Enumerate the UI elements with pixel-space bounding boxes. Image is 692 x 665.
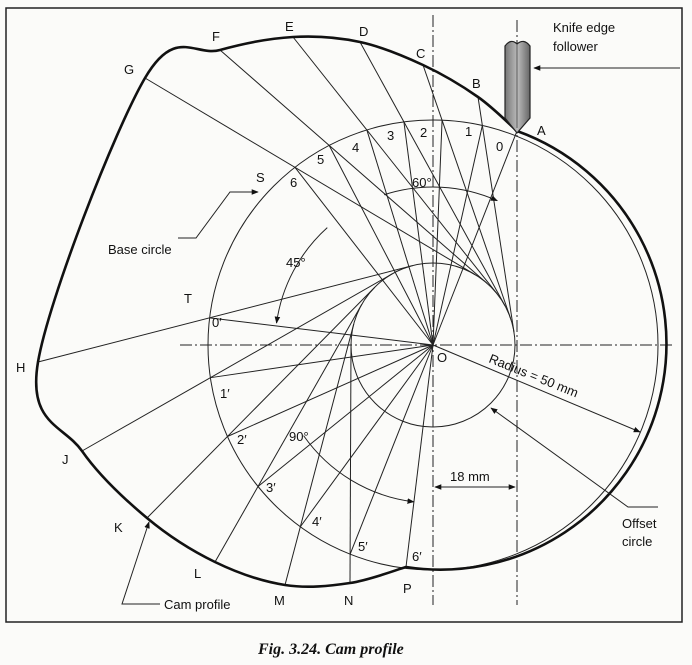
profile-point-label: L	[194, 566, 201, 581]
return-angle-arc	[303, 435, 415, 504]
rise-division-label: 1	[465, 124, 472, 139]
radial-line	[328, 145, 434, 346]
tangent-line	[81, 273, 393, 452]
profile-point-label: G	[124, 62, 134, 77]
tangent-line	[477, 96, 515, 333]
frame	[5, 7, 683, 623]
cam-profile-leader	[121, 521, 160, 605]
return-division-label: 3′	[266, 480, 276, 495]
return-angle-label: 90°	[289, 429, 309, 444]
profile-point-label: K	[114, 520, 123, 535]
offset-dimension-label: 18 mm	[450, 469, 490, 484]
rise-division-label: 0	[496, 139, 503, 154]
return-division-label: 1′	[220, 386, 230, 401]
tangent-line	[37, 265, 413, 363]
profile-point-label: N	[344, 593, 353, 608]
rise-division-label: 3	[387, 128, 394, 143]
rise-division-label: 4	[352, 140, 359, 155]
profile-point-label: D	[359, 24, 368, 39]
radius-label: Radius = 50 mm	[487, 351, 581, 401]
rise-division-label: 2	[420, 125, 427, 140]
offset-circle-label-1: Offset	[622, 516, 657, 531]
radial-line	[294, 167, 434, 346]
return-division-label: 0′	[212, 315, 222, 330]
dwell-angle-arc	[274, 227, 328, 324]
rise-angle-label: 60°	[412, 175, 432, 190]
profile-point-label: F	[212, 29, 220, 44]
tangent-line	[359, 41, 506, 306]
radial-line	[432, 125, 483, 346]
offset-circle-label-2: circle	[622, 534, 652, 549]
label-s: S	[256, 170, 265, 185]
radial-line	[227, 344, 434, 437]
profile-point-label: M	[274, 593, 285, 608]
tangent-line	[349, 344, 352, 584]
radial-line	[432, 130, 518, 346]
profile-point-label: C	[416, 46, 425, 61]
return-division-label: 5′	[358, 539, 368, 554]
label-t: T	[184, 291, 192, 306]
figure-caption: Fig. 3.24. Cam profile	[257, 641, 404, 658]
follower-label-2: follower	[553, 39, 598, 54]
cam-profile-label: Cam profile	[164, 597, 230, 612]
tangent-line	[219, 49, 488, 284]
radial-line	[349, 344, 434, 555]
center-label-o: O	[437, 350, 447, 365]
radius-line	[432, 344, 641, 433]
profile-point-label: A	[537, 123, 546, 138]
profile-point-label: B	[472, 76, 481, 91]
profile-point-label: E	[285, 19, 294, 34]
dwell-angle-label: 45°	[286, 255, 306, 270]
base-circle-label: Base circle	[108, 242, 172, 257]
knife-edge-follower	[504, 40, 531, 134]
radial-line	[432, 120, 443, 346]
rise-division-label: 6	[290, 175, 297, 190]
profile-point-label: H	[16, 360, 25, 375]
radial-line	[210, 344, 434, 379]
return-division-label: 4′	[312, 514, 322, 529]
cam-profile-curve	[35, 35, 668, 589]
rise-division-label: 5	[317, 152, 324, 167]
return-division-label: 2′	[237, 432, 247, 447]
tangent-line	[292, 36, 498, 295]
radial-line	[209, 317, 434, 346]
base-circle-leader	[178, 189, 259, 239]
rise-angle-arc	[384, 186, 498, 202]
return-division-label: 6′	[412, 549, 422, 564]
tangent-line	[214, 304, 363, 563]
profile-point-label: P	[403, 581, 412, 596]
tangent-line	[422, 64, 511, 319]
follower-label-1: Knife edge	[553, 20, 615, 35]
radial-line	[299, 344, 434, 528]
tangent-line	[146, 287, 375, 519]
radial-line	[257, 344, 434, 487]
offset-circle-leader	[490, 407, 658, 508]
radial-line	[403, 121, 434, 346]
radial-line	[405, 344, 434, 568]
tangent-line	[144, 77, 476, 275]
radial-line	[366, 129, 434, 346]
profile-point-label: J	[62, 452, 69, 467]
